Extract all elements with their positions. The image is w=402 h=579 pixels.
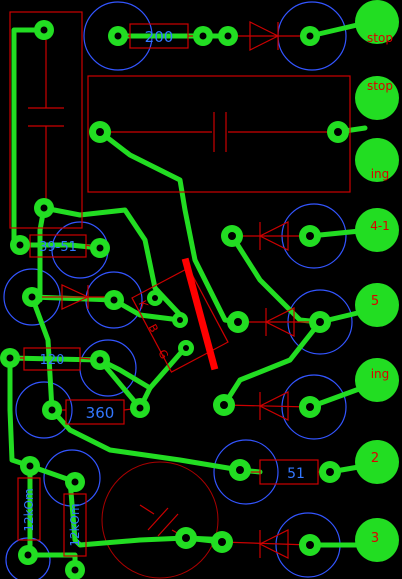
diode-ing bbox=[223, 391, 311, 421]
transistor-highlight-bar bbox=[181, 257, 219, 371]
resistor-outline-39-51 bbox=[29, 234, 87, 258]
trace bbox=[49, 407, 243, 473]
terminal-pad bbox=[355, 358, 399, 402]
terminal-label-4-1: 4-1 bbox=[370, 219, 390, 233]
transistor-outline bbox=[131, 267, 229, 373]
terminal-label-ing: ing bbox=[371, 367, 390, 381]
terminal-pad bbox=[355, 138, 399, 182]
tall-capacitor-outline bbox=[9, 11, 83, 229]
resistor-value-360: 360 bbox=[86, 404, 115, 422]
diode-top bbox=[228, 21, 310, 51]
terminal-pad bbox=[355, 440, 399, 484]
terminal-label-5: 5 bbox=[371, 294, 379, 309]
ring bbox=[281, 374, 347, 440]
big-capacitor-outline bbox=[87, 75, 351, 193]
ring bbox=[213, 439, 279, 505]
diode-5 bbox=[238, 307, 320, 337]
terminal-label-3: 3 bbox=[371, 531, 379, 546]
diode-left bbox=[36, 284, 112, 310]
resistor-value-200: 200 bbox=[145, 28, 174, 46]
trace bbox=[229, 233, 323, 325]
resistor-outline-120 bbox=[23, 347, 81, 371]
resistor-value-51: 51 bbox=[287, 466, 305, 482]
resistor-outline-12k-b bbox=[63, 493, 87, 557]
trace bbox=[97, 357, 143, 411]
trace bbox=[27, 463, 189, 548]
trace bbox=[97, 129, 241, 325]
resistor-value-39-51: 39-51 bbox=[39, 240, 77, 255]
silkscreen bbox=[9, 11, 351, 559]
terminal-pad bbox=[355, 518, 399, 562]
trace bbox=[7, 355, 33, 469]
diode-4-1 bbox=[232, 221, 310, 251]
diode-3 bbox=[221, 529, 311, 559]
transistor-pin-g: G bbox=[155, 348, 170, 362]
terminal-label-ing: ing bbox=[371, 167, 390, 181]
resistor-value-120: 120 bbox=[40, 353, 65, 368]
resistor-value-12k-b: 12kOm bbox=[68, 503, 82, 546]
trace bbox=[7, 355, 153, 391]
terminal-pad bbox=[355, 0, 399, 44]
resistor-outline-360 bbox=[65, 399, 125, 425]
terminal-pad bbox=[355, 76, 399, 120]
trace bbox=[221, 319, 323, 408]
transistor-pin-b: B bbox=[146, 322, 161, 335]
trace bbox=[17, 242, 103, 251]
terminal-pad bbox=[355, 283, 399, 327]
ring bbox=[15, 381, 73, 439]
trace bbox=[29, 294, 183, 323]
terminal-label-stop: stop bbox=[367, 31, 393, 45]
terminal-pad bbox=[355, 208, 399, 252]
ring-outlines bbox=[3, 1, 353, 579]
trace bbox=[29, 294, 55, 413]
capacitor-outline bbox=[101, 461, 219, 579]
terminal-label-stop: stop bbox=[367, 79, 393, 93]
pad-holes bbox=[6, 26, 342, 574]
traces bbox=[7, 19, 373, 573]
resistor-outline-12k-a bbox=[17, 477, 41, 541]
terminal-label-2: 2 bbox=[371, 451, 379, 466]
resistor-value-12k-a: 12kOm bbox=[22, 488, 36, 531]
